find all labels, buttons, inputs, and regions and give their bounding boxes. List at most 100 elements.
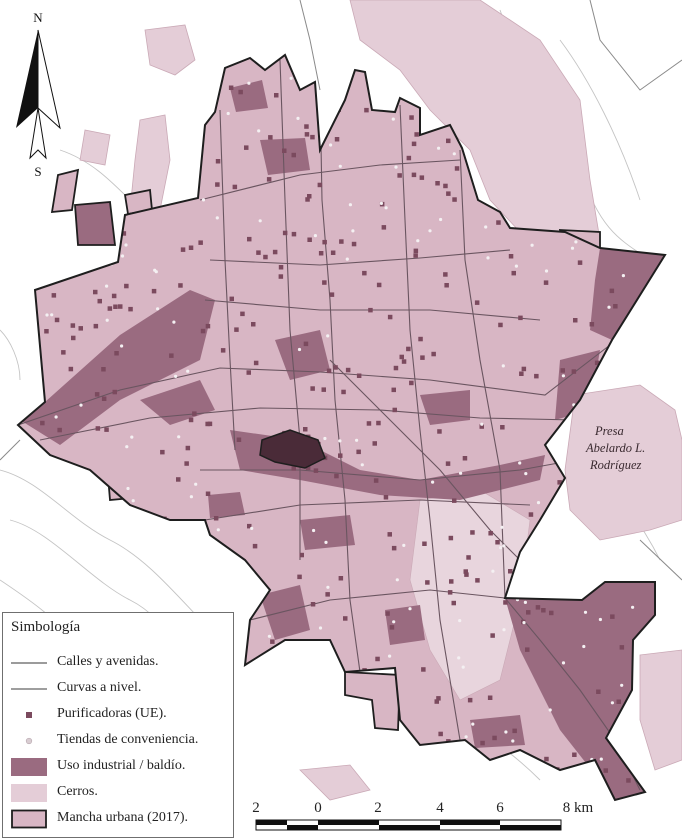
purificadora-marker (448, 535, 454, 541)
south-label: S (34, 164, 41, 179)
tienda-marker (189, 495, 193, 499)
tienda-marker (258, 219, 262, 223)
tienda-marker (599, 757, 603, 761)
tienda-marker (323, 436, 327, 441)
purificadora-marker (436, 696, 441, 701)
purificadora-marker (304, 132, 310, 137)
tienda-marker (522, 621, 526, 625)
purificadora-marker (376, 282, 382, 288)
tienda-marker (348, 203, 352, 207)
purificadora-marker (391, 387, 396, 393)
tienda-marker (536, 501, 541, 505)
purificadora-marker (343, 616, 348, 621)
legend-symbol-industrial-fill (11, 758, 47, 776)
outer-roads (0, 0, 682, 581)
purificadora-marker (304, 124, 309, 129)
purificadora-marker (613, 304, 618, 309)
purificadora-marker (411, 141, 417, 147)
tienda-marker (428, 229, 432, 233)
purificadora-marker (228, 85, 234, 90)
tienda-marker (518, 461, 522, 465)
purificadora-marker (549, 610, 554, 616)
purificadora-marker (451, 600, 456, 606)
purificadora-marker (503, 600, 508, 605)
legend-panel: Simbología Calles y avenidas. Curvas a n… (2, 612, 234, 838)
purificadora-marker (463, 569, 468, 574)
purificadora-marker (419, 175, 425, 180)
purificadora-marker (192, 411, 197, 416)
purificadora-marker (297, 574, 302, 580)
hill-presa (564, 384, 682, 541)
purificadora-marker (118, 304, 123, 309)
purificadora-marker (466, 555, 471, 560)
purificadora-marker (215, 159, 221, 164)
purificadora-marker (571, 369, 577, 374)
purificadora-marker (508, 569, 513, 574)
urban-dense-blob (259, 429, 326, 469)
purificadora-marker (71, 335, 76, 341)
tienda-marker (79, 403, 83, 407)
purificadora-marker (291, 466, 296, 471)
purificadora-marker (490, 633, 495, 638)
purificadora-marker (252, 543, 258, 549)
purificadora-marker (577, 260, 583, 265)
legend-label-streets: Calles y avenidas. (57, 654, 159, 669)
hill-nw-1 (144, 24, 196, 76)
tienda-marker (631, 605, 635, 609)
tienda-marker (582, 644, 586, 649)
tienda-marker (499, 546, 503, 550)
purificadora-marker (345, 367, 351, 373)
tienda-marker (130, 435, 134, 439)
purificadora-marker (205, 491, 211, 496)
tienda-marker (247, 81, 251, 85)
purificadora-marker (609, 288, 615, 294)
purificadora-marker (329, 292, 335, 297)
purificadora-marker (413, 253, 418, 258)
purificadora-marker (368, 307, 373, 313)
purificadora-marker (330, 250, 336, 255)
tienda-marker (201, 198, 206, 202)
hill-s (299, 764, 371, 801)
purificadora-marker (278, 265, 284, 270)
purificadora-marker (325, 592, 330, 597)
tienda-marker (452, 152, 456, 156)
purificadora-marker (393, 365, 399, 371)
purificadora-marker (200, 328, 206, 334)
purificadora-marker (339, 239, 344, 244)
tienda-marker (267, 634, 271, 638)
tienda-marker (186, 369, 190, 373)
purificadora-marker (474, 300, 480, 305)
tienda-marker (402, 543, 406, 548)
purificadora-marker (318, 251, 324, 256)
purificadora-marker (447, 590, 453, 595)
purificadora-marker (375, 656, 380, 662)
purificadora-marker (305, 197, 310, 202)
tienda-marker (345, 257, 349, 261)
scale-bar: 2 0 2 4 6 8 km (252, 800, 594, 831)
purificadora-marker (112, 389, 117, 395)
purificadora-marker (93, 289, 98, 295)
purificadora-marker (274, 93, 279, 98)
scale-seg-6 (500, 825, 561, 830)
purificadora-marker (364, 107, 369, 113)
tienda-marker (120, 344, 124, 348)
purificadora-marker (446, 138, 451, 144)
purificadora-marker (229, 296, 234, 302)
purificadora-marker (619, 645, 625, 650)
purificadora-marker (124, 283, 129, 289)
purificadora-marker (452, 197, 457, 202)
purificadora-marker (462, 456, 468, 461)
tienda-marker (457, 656, 461, 660)
purificadora-marker (101, 367, 106, 372)
hill-urban-south (409, 489, 531, 701)
purificadora-marker (180, 247, 186, 252)
purificadora-marker (420, 355, 425, 360)
purificadora-marker (443, 272, 448, 277)
tienda-marker (501, 364, 505, 368)
purificadora-marker (425, 580, 430, 585)
purificadora-marker (61, 350, 66, 355)
purificadora-marker (528, 512, 534, 517)
purificadora-marker (282, 230, 288, 236)
purificadora-marker (385, 611, 390, 616)
purificadora-marker (572, 752, 577, 757)
